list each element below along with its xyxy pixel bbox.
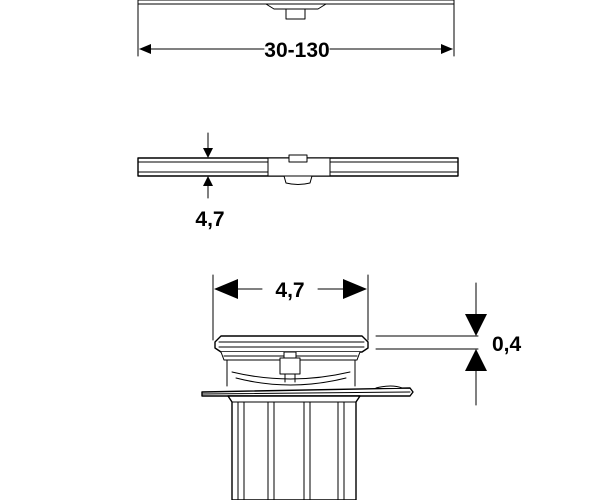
offset-label: 0,4 bbox=[492, 333, 522, 356]
offset-arrow-bottom bbox=[465, 349, 487, 371]
height-label: 4,7 bbox=[195, 208, 224, 231]
width-arrow-left bbox=[214, 279, 238, 299]
flange-plate bbox=[201, 387, 414, 397]
channel-profile bbox=[214, 335, 369, 353]
channel-bar-top bbox=[137, 0, 455, 5]
outlet-drop-side bbox=[283, 175, 313, 185]
height-arrow-top bbox=[203, 148, 213, 158]
outlet-neck-top bbox=[285, 8, 306, 20]
top-view: 30-130 bbox=[137, 0, 455, 62]
length-label: 30-130 bbox=[264, 39, 329, 62]
center-bolt bbox=[279, 357, 301, 375]
side-view: 4,7 bbox=[137, 132, 459, 231]
outlet-top bbox=[265, 3, 327, 10]
outlet-body bbox=[227, 395, 361, 500]
offset-arrow-top bbox=[465, 314, 487, 336]
section-view: 4,7 bbox=[201, 274, 522, 500]
width-label: 4,7 bbox=[275, 279, 304, 302]
width-arrow-right bbox=[343, 279, 367, 299]
arrowhead-left bbox=[139, 44, 151, 54]
arrowhead-right bbox=[441, 44, 453, 54]
height-arrow-bottom bbox=[203, 176, 213, 186]
